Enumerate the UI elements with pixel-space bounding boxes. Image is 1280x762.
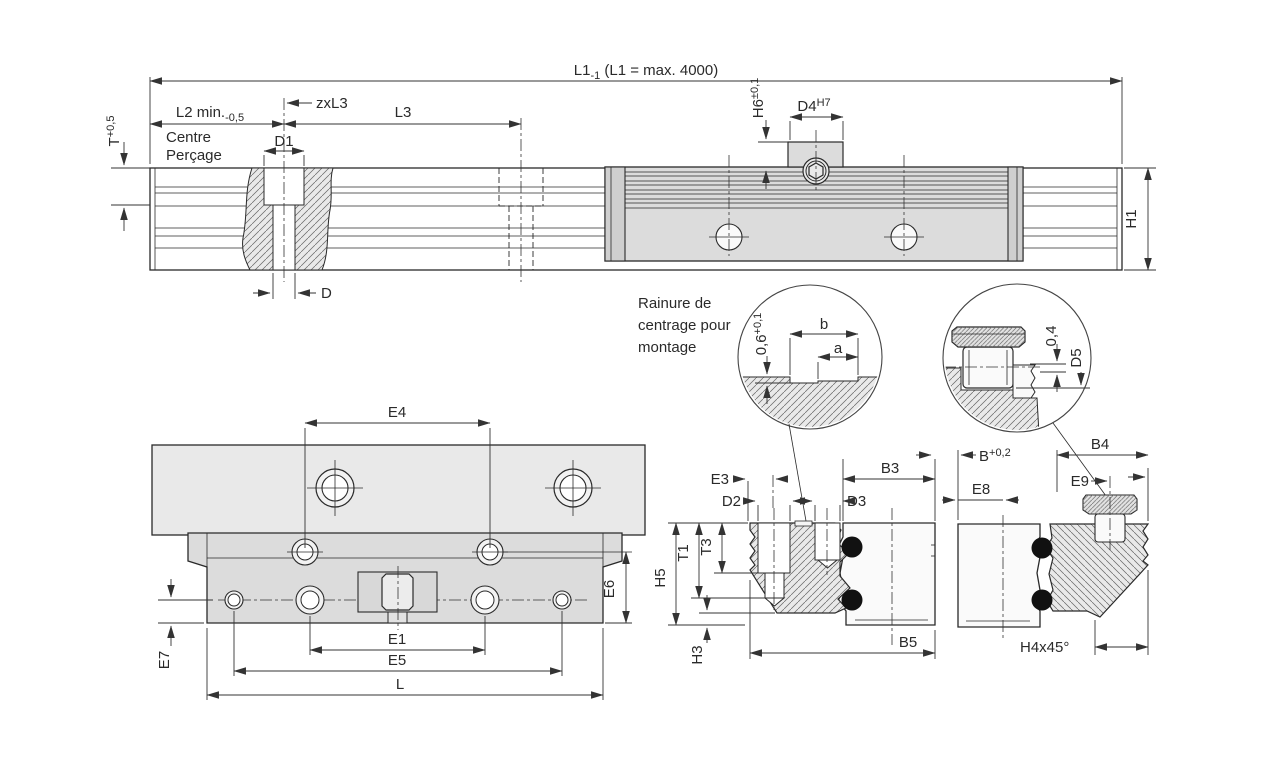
dim-label-e8: E8 — [972, 481, 990, 498]
dim-label-e9: E9 — [1071, 473, 1089, 490]
plan-view: E4 E6 E7 E1 E5 L — [151, 404, 646, 700]
centering-groove-feature — [794, 520, 813, 527]
dim-label-e6: E6 — [601, 580, 618, 598]
detail-circle-right: 0,4 D5 — [942, 283, 1107, 497]
side-view-dimensions: L1-1 (L1 = max. 4000) L2 min.-0,5 L3 zxL… — [105, 62, 1156, 302]
detail-circle-left: b a 0,6+0,1 — [737, 284, 883, 522]
dim-label-e1: E1 — [388, 631, 406, 648]
dim-label-d2: D2 — [722, 493, 741, 510]
dim-label-e7: E7 — [156, 651, 173, 669]
cross-section-left: E3 D2 D3 B3 T3 T1 — [652, 451, 936, 665]
dim-label-d1: D1 — [274, 133, 293, 150]
dim-label-h3: H3 — [689, 645, 706, 664]
lube-block-plan — [357, 566, 438, 630]
section-right-dimensions: B+0,2 E8 B4 E9 H4x45° — [942, 436, 1149, 656]
carriage-plan-hole — [552, 590, 572, 610]
dim-label-d5: D5 — [1068, 348, 1085, 367]
dim-label-zxl3: zxL3 — [316, 95, 348, 112]
dim-label-t3: T3 — [698, 538, 715, 556]
plan-view-dimensions: E4 E6 E7 E1 E5 L — [156, 404, 632, 700]
cross-section-right: B+0,2 E8 B4 E9 H4x45° — [942, 436, 1150, 656]
dim-label-e3: E3 — [711, 471, 729, 488]
dim-label-h4: H4x45° — [1020, 639, 1069, 656]
dim-label-b5: B5 — [899, 634, 917, 651]
dim-label-offset-04: 0,4 — [1043, 326, 1060, 347]
dim-label-l2: L2 min.-0,5 — [176, 104, 244, 124]
lube-port-block — [787, 141, 844, 168]
carriage-plan-hole — [295, 585, 325, 615]
ball-bearing — [1031, 589, 1053, 611]
dim-label-a: a — [834, 340, 843, 357]
rail-d3-hole-section — [814, 508, 841, 575]
rail-plan-hole — [307, 460, 363, 516]
detail-left-dimensions: b a 0,6+0,1 — [752, 313, 859, 404]
dim-label-b: b — [820, 316, 828, 333]
threaded-plug-plan — [381, 573, 414, 611]
dim-label-l1: L1-1 (L1 = max. 4000) — [574, 62, 718, 82]
dim-label-e5: E5 — [388, 652, 406, 669]
ball-bearing — [841, 536, 863, 558]
rail-plan-hole — [545, 460, 601, 516]
dim-label-e4: E4 — [388, 404, 406, 421]
carriage-plan-hole — [224, 590, 244, 610]
rail-end-body — [957, 523, 1041, 628]
rail-mounting-hole-section — [757, 508, 791, 612]
rail-hidden-hole — [498, 118, 544, 282]
dim-label-b-width: B+0,2 — [979, 447, 1011, 465]
dim-label-d3: D3 — [847, 493, 866, 510]
note-rainure-line1: Rainure de — [638, 295, 711, 312]
end-cap-right — [1007, 166, 1024, 262]
dim-label-l: L — [396, 676, 404, 693]
end-cap-left — [604, 166, 626, 262]
dim-label-h1: H1 — [1123, 209, 1140, 228]
dim-label-groove-depth: 0,6+0,1 — [752, 313, 770, 356]
plug-body — [962, 346, 1014, 389]
dim-label-b3: B3 — [881, 460, 899, 477]
note-centre-line1: Centre — [166, 129, 211, 146]
note-rainure-line3: montage — [638, 339, 696, 356]
dim-label-l3: L3 — [395, 104, 412, 121]
side-view: L1-1 (L1 = max. 4000) L2 min.-0,5 L3 zxL… — [105, 62, 1156, 302]
carriage-plan — [187, 532, 632, 630]
dim-label-d4: D4H7 — [797, 97, 830, 115]
detail-note: Rainure de centrage pour montage — [638, 295, 731, 356]
detail-leader-left — [788, 423, 807, 522]
carriage-side-view — [604, 130, 1024, 262]
rail-step-profile — [1012, 364, 1036, 399]
dim-label-t: T+0,5 — [105, 116, 123, 147]
dim-label-h6: H6±0,1 — [749, 78, 767, 119]
note-centre-line2: Perçage — [166, 147, 222, 164]
detail-right-dimensions: 0,4 D5 — [1016, 326, 1090, 392]
dim-label-t1: T1 — [675, 544, 692, 562]
dim-label-b4: B4 — [1091, 436, 1109, 453]
ball-bearing — [1031, 537, 1053, 559]
dim-label-h5: H5 — [652, 568, 669, 587]
ball-bearing — [841, 589, 863, 611]
rail-breakout-section — [242, 98, 334, 282]
section-left-dimensions: E3 D2 D3 B3 T3 T1 — [652, 451, 936, 665]
dim-label-d: D — [321, 285, 332, 302]
carriage-plan-hole — [470, 585, 500, 615]
note-rainure-line2: centrage pour — [638, 317, 731, 334]
